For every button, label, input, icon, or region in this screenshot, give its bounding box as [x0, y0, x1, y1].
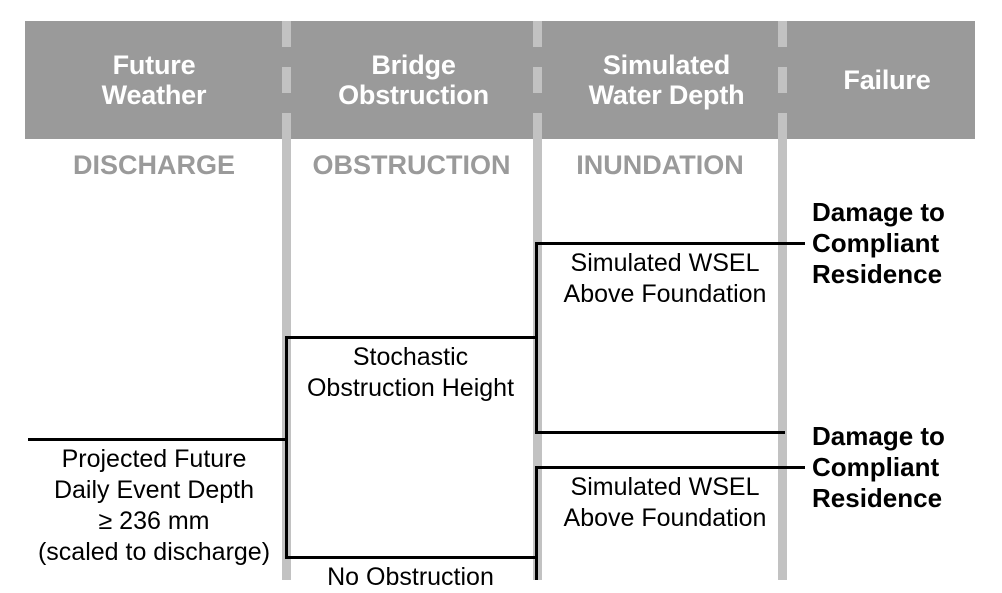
node-inundation-bottom-line2: Above Foundation [563, 504, 767, 532]
node-inundation-bottom: Simulated WSEL Above Foundation [540, 472, 790, 534]
column-header-bridge-obstruction: Bridge Obstruction [293, 21, 534, 139]
node-failure-bottom: Damage to Compliant Residence [812, 421, 992, 515]
column-header-line2: Weather [101, 80, 207, 110]
column-separator-dashed-3 [778, 21, 787, 139]
node-obstruction-bottom-line1: No Obstruction [327, 563, 494, 591]
node-failure-top-line1: Damage to [812, 197, 945, 227]
node-discharge-line2: Daily Event Depth [53, 476, 255, 504]
column-header-failure: Failure [799, 21, 975, 139]
node-inundation-bottom-line1: Simulated WSEL [570, 473, 760, 501]
column-header-line1: Future [112, 49, 196, 80]
subheader-inundation: INUNDATION [576, 149, 744, 180]
branch-line-inundation-bottom [535, 466, 805, 469]
diagram-canvas: Future Weather Bridge Obstruction Simula… [25, 21, 992, 591]
column-header-line1: Bridge [371, 49, 456, 80]
node-failure-top-line3: Residence [812, 259, 943, 290]
column-separator-dashed-1 [282, 21, 291, 139]
node-discharge: Projected Future Daily Event Depth ≥ 236… [25, 444, 283, 568]
branch-split-inundation-bottom [535, 466, 538, 580]
node-failure-bottom-line2: Compliant [812, 452, 940, 483]
column-separator-dashed-body-3 [778, 139, 787, 580]
node-discharge-line3: ≥ 236 mm [98, 507, 210, 535]
column-header-line2: Obstruction [338, 80, 489, 110]
node-inundation-top-line1: Simulated WSEL [570, 249, 760, 277]
node-obstruction-top-line1: Stochastic [352, 343, 469, 371]
subheader-obstruction: OBSTRUCTION [312, 149, 511, 180]
node-failure-top: Damage to Compliant Residence [812, 197, 992, 291]
node-discharge-line4: (scaled to discharge) [37, 538, 271, 566]
node-obstruction-bottom: No Obstruction [288, 562, 533, 593]
node-failure-bottom-line1: Damage to [812, 421, 945, 451]
node-obstruction-top: Stochastic Obstruction Height [288, 342, 533, 404]
column-header-simulated-water-depth: Simulated Water Depth [544, 21, 789, 139]
branch-line-inundation-top [535, 242, 805, 245]
column-header-future-weather: Future Weather [25, 21, 283, 139]
column-header-band: Future Weather Bridge Obstruction Simula… [25, 21, 975, 139]
node-inundation-top-line2: Above Foundation [563, 280, 767, 308]
column-separator-dashed-2 [533, 21, 542, 139]
node-inundation-top: Simulated WSEL Above Foundation [540, 248, 790, 310]
subheader-discharge: DISCHARGE [72, 149, 235, 180]
column-header-line1: Failure [843, 64, 931, 95]
node-failure-top-line2: Compliant [812, 228, 940, 259]
branch-line-inundation-top-bottom [535, 431, 785, 434]
branch-line-obstruction-top [285, 336, 535, 339]
branch-split-obstruction [285, 336, 288, 558]
column-header-line2: Water Depth [588, 80, 745, 110]
node-discharge-line1: Projected Future [61, 445, 247, 473]
branch-line-obstruction-bottom [285, 556, 535, 559]
branch-split-inundation-top [535, 242, 538, 432]
column-header-line1: Simulated [602, 49, 731, 80]
node-obstruction-top-line2: Obstruction Height [306, 374, 515, 402]
node-failure-bottom-line3: Residence [812, 483, 943, 514]
branch-line-discharge [28, 438, 286, 441]
